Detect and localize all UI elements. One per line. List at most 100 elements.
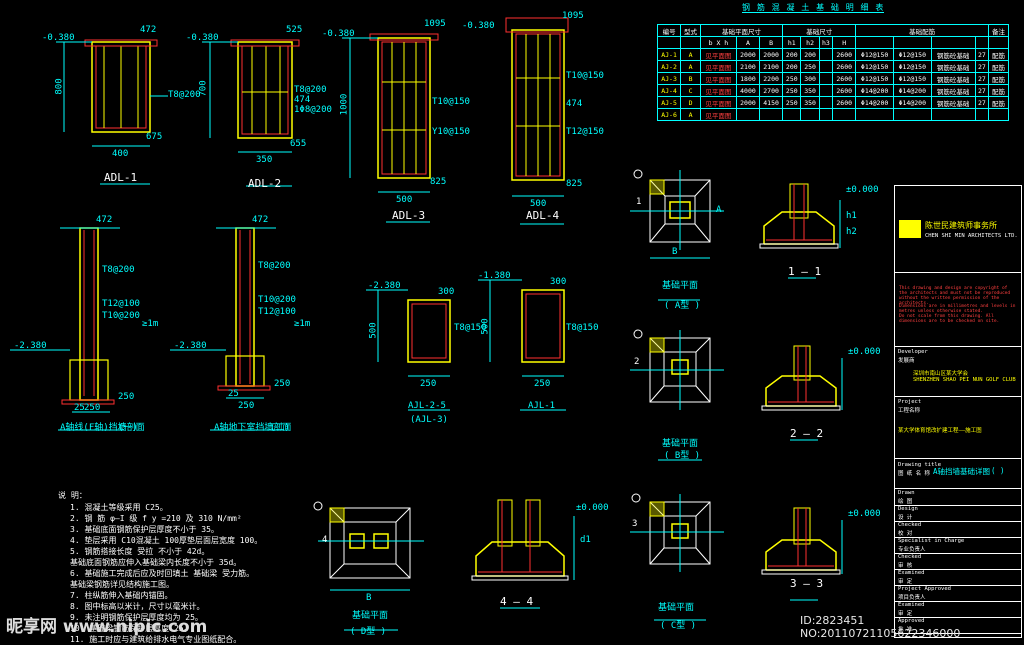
note-line: 7. 柱纵筋伸入基础内锚固。 xyxy=(70,591,173,600)
dimension-warning: Dimensions are in millimetres and levels… xyxy=(899,304,1016,314)
signoff-label: Approved xyxy=(898,618,925,624)
adl1-elevation: -0.380 xyxy=(42,33,75,43)
adl4-label: ADL-4 xyxy=(526,209,560,222)
adl4-width: 500 xyxy=(530,199,547,209)
developer-name: 深圳市南山区某大学会 xyxy=(913,371,969,377)
firm-name-en: CHEN SHI MIN ARCHITECTS LTD. xyxy=(925,233,1018,239)
section-mark-2: 2 xyxy=(634,357,640,367)
adl1-dim-b: 675 xyxy=(146,132,163,142)
signoff-label: Drawn xyxy=(898,490,915,496)
footing-a-sub: ( A型 ) xyxy=(664,301,701,311)
ajl1-width: 250 xyxy=(534,379,551,389)
adl1-rebar: T8@200 xyxy=(168,90,201,100)
section-3-3-label: 3 — 3 xyxy=(790,577,824,590)
drawing-label: Drawing title xyxy=(898,462,942,468)
adl1-height: 800 xyxy=(54,78,65,95)
footing-c-plan xyxy=(630,493,724,621)
wall2-w1: 250 xyxy=(238,401,255,411)
note-line: 1. 混凝土等级采用 C25。 xyxy=(70,503,168,512)
adl4-dim-b: 825 xyxy=(566,179,583,189)
footing-section-2-2 xyxy=(761,345,843,441)
note-line: 10. 基础梁钢筋保护层厚度 25。 xyxy=(70,624,192,633)
footing-a-caption: 基础平面 xyxy=(662,281,699,291)
project-name: 某大学体育馆改扩建工程——施工图 xyxy=(898,428,982,434)
section-4-4-label: 4 — 4 xyxy=(500,595,534,608)
adl2-dim-a: 525 xyxy=(286,25,303,35)
wall2-w3: 25 xyxy=(228,389,239,399)
retaining-wall-section-2 xyxy=(170,227,284,431)
section-mark-4: 4 xyxy=(322,535,328,545)
wall1-rebar-1: T8@200 xyxy=(102,265,135,275)
wall1-w1: 250 xyxy=(84,403,101,413)
wall2-rebar-2: T10@200 xyxy=(258,295,296,305)
note-line: 6. 基础施工完成后应及时回填土 基础梁 受力筋。 xyxy=(70,569,255,578)
section-mark-1: 1 xyxy=(636,197,642,207)
wall1-dim-top: 472 xyxy=(96,215,113,225)
wall1-rebar-3: T10@200 xyxy=(102,311,140,321)
beam-adl3-section xyxy=(342,33,439,223)
ajl25-height: 500 xyxy=(368,322,379,339)
adl2-elevation: -0.380 xyxy=(186,33,219,43)
signoff-label-cn: 审 核 xyxy=(898,563,913,569)
developer-label-cn: 发展商 xyxy=(898,358,915,364)
adl4-elevation: -0.380 xyxy=(462,21,495,31)
adl3-width: 500 xyxy=(396,195,413,205)
wall1-elevation: -2.380 xyxy=(14,341,47,351)
wall1-w3: 25 xyxy=(74,403,85,413)
adl4-rebar-2: 474 xyxy=(566,99,583,109)
section-4-4-dim: d1 xyxy=(580,535,591,545)
adl3-rebar-1: T10@150 xyxy=(432,97,470,107)
ajl25-alt-label: (AJL-3) xyxy=(410,415,448,425)
section-1-1-dim-h1: h1 xyxy=(846,211,857,221)
adl4-rebar-1: T10@150 xyxy=(566,71,604,81)
firm-logo xyxy=(899,220,921,238)
table-cell-r4: 27 xyxy=(974,72,990,85)
table-cell-h3 xyxy=(818,108,834,121)
adl2-dim-b: 655 xyxy=(290,139,307,149)
footing-d-caption: 基础平面 xyxy=(352,611,389,621)
wall1-caption: A轴线(F轴)挡墙剖面 xyxy=(60,423,145,433)
adl1-dim-a: 472 xyxy=(140,25,157,35)
ajl1-label: AJL-1 xyxy=(528,401,556,411)
drawing-label-cn: 图 纸 名 称 xyxy=(898,471,930,477)
adl1-label: ADL-1 xyxy=(104,171,138,184)
wall1-caption-num: (一) xyxy=(118,423,138,433)
section-mark-3: 3 xyxy=(632,519,638,529)
footing-c-caption: 基础平面 xyxy=(658,603,695,613)
signoff-label-cn: 校 对 xyxy=(898,531,913,537)
ajl25-label: AJL-2-5 xyxy=(408,401,446,411)
adl2-height: 700 xyxy=(198,80,209,97)
wall2-rebar-4: ≥1m xyxy=(294,319,311,329)
ajl1-rebar: T8@150 xyxy=(566,323,599,333)
ajl25-dim-a: 300 xyxy=(438,287,455,297)
wall2-caption: A轴地下室挡墙剖面 xyxy=(214,423,292,433)
ajl1-dim-a: 300 xyxy=(550,277,567,287)
ajl1-height: 500 xyxy=(480,318,491,335)
footing-section-4-4 xyxy=(471,499,575,609)
adl3-elevation: -0.380 xyxy=(322,29,355,39)
adl3-rebar-2: Y10@150 xyxy=(432,127,470,137)
table-cell-c: 见平面图 xyxy=(699,108,737,121)
drawing-title: A轴挡墙基础详图 xyxy=(933,467,991,476)
section-3-3-elevation: ±0.000 xyxy=(848,509,881,519)
adl1-width: 400 xyxy=(112,149,129,159)
wall2-dim-top: 472 xyxy=(252,215,269,225)
table-cell-id: AJ-6 xyxy=(656,108,682,121)
adl2-rebar-1: T8@200 xyxy=(294,85,327,95)
firm-name-cn: 陈世民建筑师事务所 xyxy=(925,221,997,230)
beam-adl2-section xyxy=(202,39,300,187)
footing-d-sub: ( D型 ) xyxy=(350,627,387,637)
signoff-label-cn: 审 定 xyxy=(898,611,913,617)
signoff-label: Examined xyxy=(898,570,925,576)
footing-c-sub: ( C型 ) xyxy=(660,621,697,631)
foundation-schedule-table: 编号 型式 基础平面尺寸 基础尺寸 基础配筋 备注 b X h A B h1 h… xyxy=(656,24,1009,121)
table-cell-r1: Φ12@150 xyxy=(855,60,894,73)
table-cell-r4 xyxy=(974,108,990,121)
wall2-w2: 250 xyxy=(274,379,291,389)
section-2-2-label: 2 — 2 xyxy=(790,427,824,440)
adl3-dim-a: 1095 xyxy=(424,19,446,29)
